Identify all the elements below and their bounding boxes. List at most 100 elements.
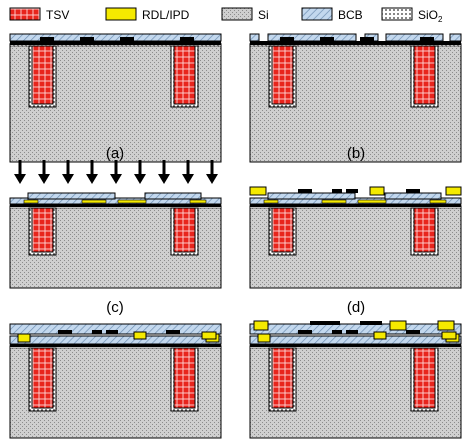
bcb-island: [267, 33, 357, 42]
arrow-head: [62, 174, 74, 184]
metal-pad: [360, 37, 374, 41]
bcb-island: [385, 33, 444, 42]
panel-b: [249, 33, 462, 163]
rdl-pad: [373, 331, 387, 340]
legend-item-tsv: TSV: [9, 7, 69, 22]
tsv-copper: [173, 207, 196, 253]
legend-label-si: Si: [258, 8, 269, 22]
panel-f: [249, 320, 462, 439]
metal-pad: [280, 37, 294, 41]
rdl-pad: [201, 331, 217, 340]
arrow-head: [182, 174, 194, 184]
top-pad: [253, 320, 269, 331]
rdl-pad: [133, 331, 147, 340]
arrow-head: [86, 174, 98, 184]
rdl-line: [23, 199, 39, 204]
arrow-head: [14, 174, 26, 184]
metal-layer: [10, 41, 221, 45]
top-pad: [389, 320, 407, 331]
ipd-pad: [346, 330, 358, 334]
ipd-pad: [406, 189, 420, 193]
rdl-pad: [445, 186, 462, 196]
tsv-copper: [271, 207, 294, 253]
panel-a: [9, 33, 222, 163]
exposure-arrows: [14, 160, 218, 184]
tsv-copper: [31, 347, 54, 409]
panel-c: [9, 192, 222, 289]
arrow-head: [38, 174, 50, 184]
bcb-layer: [9, 33, 222, 42]
metal-pad: [180, 37, 194, 41]
legend-label-sio2: SiO2: [418, 8, 443, 24]
tsv-copper: [173, 45, 196, 105]
ipd-pad: [92, 330, 102, 334]
legend-label-bcb: BCB: [338, 8, 363, 22]
rdl-pad: [257, 333, 271, 343]
legend: TSV RDL/IPD Si BCB SiO2: [9, 7, 443, 24]
metal-layer: [10, 343, 221, 347]
ipd-pad: [298, 330, 312, 334]
ipd-pad: [166, 330, 180, 334]
metal-pad: [320, 37, 334, 41]
ipd-pad: [332, 330, 342, 334]
rdl-pad: [249, 186, 267, 196]
tsv-copper: [271, 347, 294, 409]
legend-label-rdl-ipd: RDL/IPD: [142, 8, 190, 22]
tsv-copper: [413, 207, 436, 253]
rdl-line: [117, 199, 147, 204]
ipd-pad: [332, 189, 342, 193]
bcb-island: [249, 33, 260, 42]
caption-a: (a): [106, 145, 124, 162]
ipd-pad: [406, 330, 420, 334]
bcb-island: [449, 33, 462, 42]
bcb-island: [267, 192, 356, 200]
rdl-line: [263, 199, 279, 204]
legend-label-tsv: TSV: [46, 8, 69, 22]
ipd-pad: [106, 330, 118, 334]
caption-c: (c): [106, 299, 124, 316]
rdl-pad: [441, 331, 457, 340]
metal-layer: [250, 41, 461, 45]
top-pad: [437, 320, 455, 331]
metal-pad: [40, 37, 54, 41]
rdl-line: [357, 199, 387, 204]
panel-d: [249, 186, 462, 289]
bcb-island: [27, 192, 116, 200]
legend-item-rdl-ipd: RDL/IPD: [105, 7, 190, 22]
tsv-copper: [31, 207, 54, 253]
tsv-copper: [31, 45, 54, 105]
arrow-head: [206, 174, 218, 184]
legend-item-sio2: SiO2: [381, 7, 443, 24]
tsv-copper: [413, 347, 436, 409]
ipd-pad: [298, 189, 312, 193]
arrow-head: [110, 174, 122, 184]
caption-d: (d): [347, 299, 365, 316]
bcb-layer: [9, 335, 222, 345]
top-metal: [310, 321, 340, 325]
metal-pad: [420, 37, 434, 41]
metal-layer: [10, 203, 221, 207]
bcb-island: [144, 192, 202, 200]
caption-b: (b): [347, 145, 365, 162]
arrow-head: [134, 174, 146, 184]
legend-item-bcb: BCB: [301, 7, 363, 22]
tsv-copper: [413, 45, 436, 105]
arrow-head: [158, 174, 170, 184]
ipd-pad: [346, 189, 358, 193]
rdl-pad: [369, 186, 385, 196]
bcb-island: [384, 192, 442, 200]
rdl-line: [81, 199, 107, 204]
tsv-copper: [173, 347, 196, 409]
metal-pad: [120, 37, 134, 41]
panel-e: [9, 323, 222, 439]
rdl-line: [429, 199, 447, 204]
metal-layer: [250, 343, 461, 347]
tsv-copper: [271, 45, 294, 105]
panels: [9, 33, 462, 439]
bcb-layer: [249, 335, 462, 345]
ipd-pad: [58, 330, 72, 334]
metal-pad: [80, 37, 94, 41]
legend-item-si: Si: [221, 7, 269, 22]
rdl-pad: [17, 333, 31, 343]
